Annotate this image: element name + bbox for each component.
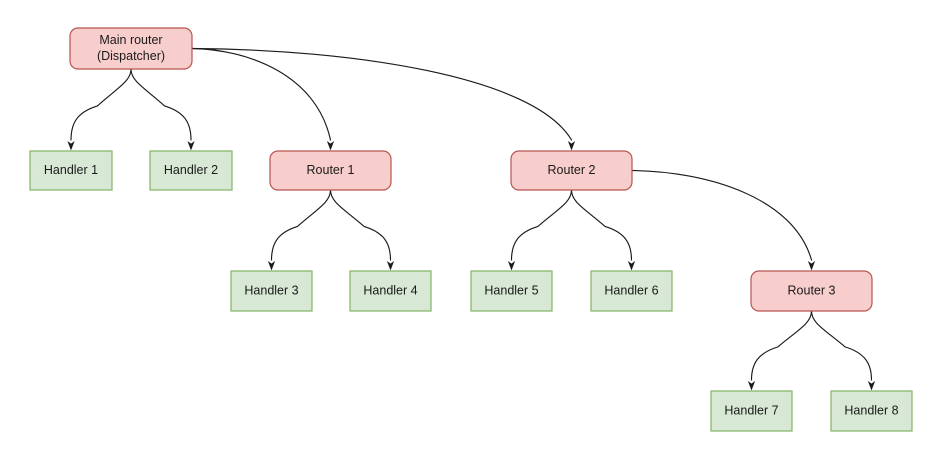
arrow-head — [267, 261, 276, 271]
node-box-handler-1[interactable] — [29, 150, 113, 191]
edge-router-3-to-handler-7 — [750, 310, 813, 381]
node-box-handler-5[interactable] — [470, 270, 553, 312]
edge-router-1-to-handler-3 — [270, 189, 332, 261]
edge-main-router-to-router-1 — [191, 47, 332, 141]
node-box-handler-6[interactable] — [590, 270, 673, 312]
node-layer: Main router(Dispatcher) Handler 1 Handler … — [29, 27, 913, 432]
node-handler-6[interactable]: Handler 6 — [590, 270, 673, 312]
edge-main-router-to-handler-1 — [70, 68, 132, 141]
node-router-2[interactable]: Router 2 — [510, 150, 633, 191]
node-handler-8[interactable]: Handler 8 — [830, 390, 913, 432]
node-handler-4[interactable]: Handler 4 — [349, 270, 432, 312]
edge-router-2-to-handler-6 — [570, 189, 633, 261]
node-handler-7[interactable]: Handler 7 — [710, 390, 793, 432]
edge-router-3-to-handler-8 — [810, 310, 873, 381]
arrow-head — [187, 141, 195, 151]
edge-layer — [67, 47, 876, 391]
edge-router-2-to-handler-5 — [510, 189, 573, 261]
node-router-3[interactable]: Router 3 — [750, 270, 873, 312]
node-box-handler-7[interactable] — [710, 390, 793, 432]
node-box-handler-4[interactable] — [349, 270, 432, 312]
edge-main-router-to-router-2 — [191, 47, 573, 141]
edge-router-2-to-router-3 — [631, 169, 813, 261]
arrow-head — [627, 261, 636, 271]
arrow-head — [386, 261, 395, 271]
arrow-head — [507, 261, 516, 271]
node-main-router[interactable]: Main router(Dispatcher) — [69, 27, 193, 70]
node-handler-5[interactable]: Handler 5 — [470, 270, 553, 312]
arrow-head — [326, 141, 335, 151]
node-handler-2[interactable]: Handler 2 — [149, 150, 233, 191]
node-handler-3[interactable]: Handler 3 — [230, 270, 313, 312]
arrow-head — [747, 381, 756, 391]
arrow-head — [67, 141, 75, 151]
node-router-1[interactable]: Router 1 — [269, 150, 392, 191]
node-box-router-2[interactable] — [510, 150, 633, 191]
node-box-handler-3[interactable] — [230, 270, 313, 312]
node-box-handler-2[interactable] — [149, 150, 233, 191]
arrow-head — [867, 381, 876, 391]
node-box-router-1[interactable] — [269, 150, 392, 191]
arrow-head — [567, 141, 576, 151]
node-box-main-router[interactable] — [69, 27, 193, 70]
arrow-head — [807, 261, 816, 271]
node-box-router-3[interactable] — [750, 270, 873, 312]
node-box-handler-8[interactable] — [830, 390, 913, 432]
edge-main-router-to-handler-2 — [130, 68, 192, 141]
edge-router-1-to-handler-4 — [329, 189, 392, 261]
node-handler-1[interactable]: Handler 1 — [29, 150, 113, 191]
